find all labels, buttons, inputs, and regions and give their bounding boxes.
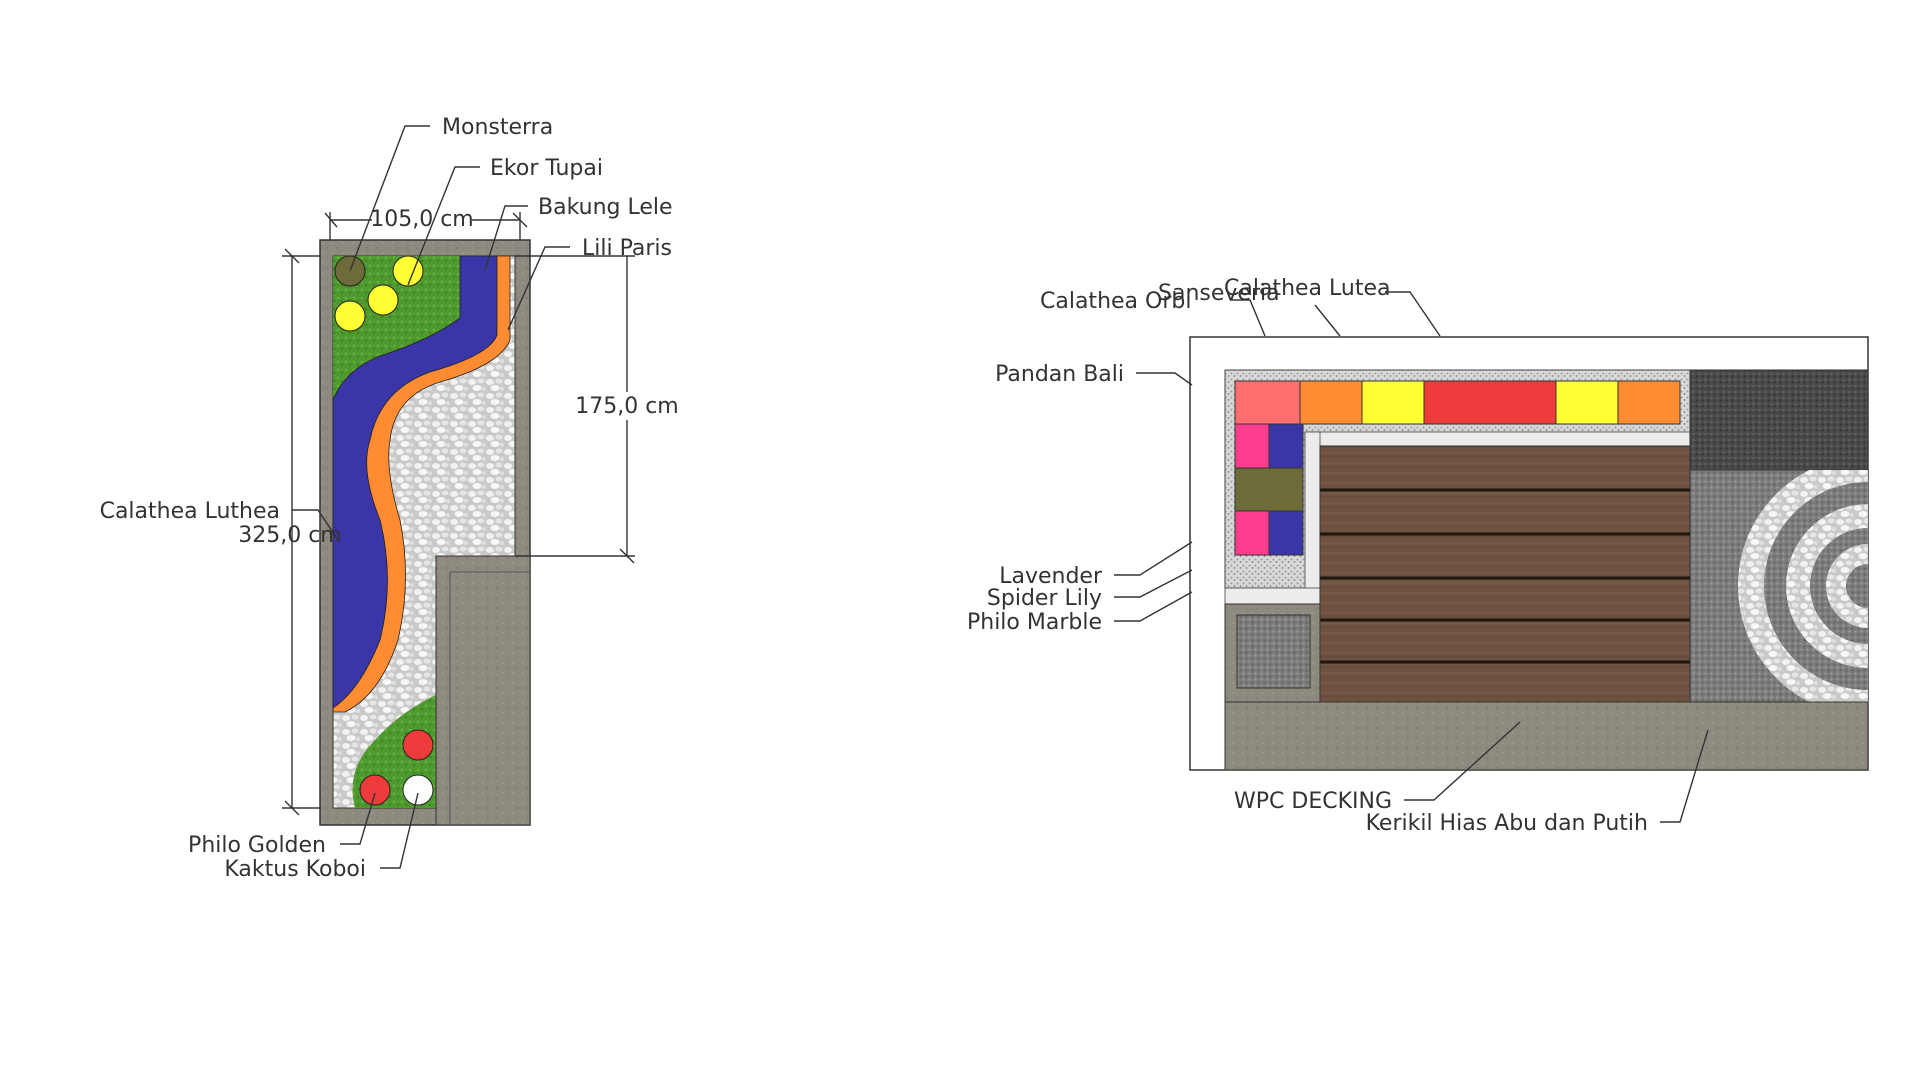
lavender-block [1234, 467, 1304, 512]
yellow-block [1555, 380, 1619, 425]
calathea-orbi-block [1234, 380, 1301, 425]
svg-text:WPC DECKING: WPC DECKING [1234, 789, 1392, 814]
svg-text:Sanseveria: Sanseveria [1158, 281, 1280, 306]
dimension-height: 175,0 cm [515, 255, 679, 564]
height-dimension-label: 175,0 cm [575, 394, 679, 419]
label-monsterra: Monsterra [349, 115, 553, 272]
dark-gravel-area [1689, 369, 1869, 471]
svg-text:Monsterra: Monsterra [442, 115, 553, 140]
label-lavender: Lavender [999, 541, 1193, 589]
ekor-tupai-plant [367, 284, 399, 316]
svg-text:Ekor Tupai: Ekor Tupai [490, 156, 603, 181]
label-pandan-bali: Pandan Bali [995, 362, 1193, 387]
dimension-length: 325,0 cm [238, 248, 342, 816]
yellow-block [1361, 380, 1425, 425]
ekor-tupai-plant [334, 300, 366, 332]
pandan-bali-block [1268, 423, 1304, 469]
label-sanseveria: Sanseveria [1158, 281, 1341, 337]
lili-paris-band [332, 255, 511, 713]
philo-marble-block [1268, 510, 1304, 556]
ekor-tupai-plant [392, 255, 424, 287]
label-ekor-tupai: Ekor Tupai [407, 156, 603, 286]
plan-left: 105,0 cm 175,0 cm 325,0 cm Monsterra Eko… [100, 115, 679, 882]
philo-golden-plant [402, 729, 434, 761]
bottom-gravel-strip [1224, 701, 1869, 771]
svg-text:Calathea Lutea: Calathea Lutea [1224, 276, 1390, 301]
label-philo-marble: Philo Marble [967, 591, 1193, 635]
decking-plank-lines [1320, 488, 1690, 664]
length-dimension-label: 325,0 cm [238, 523, 342, 548]
sanseveria-block [1299, 380, 1363, 425]
svg-text:Kerikil Hias Abu dan Putih: Kerikil Hias Abu dan Putih [1366, 811, 1648, 836]
svg-text:Philo Marble: Philo Marble [967, 610, 1102, 635]
label-spider-lily: Spider Lily [987, 569, 1193, 611]
svg-text:Bakung Lele: Bakung Lele [538, 195, 673, 220]
label-wpc-decking: WPC DECKING [1234, 721, 1521, 814]
kaktus-koboi-plant [402, 774, 434, 806]
svg-text:Calathea Orbi: Calathea Orbi [1040, 289, 1191, 314]
svg-text:Philo Golden: Philo Golden [188, 833, 326, 858]
label-calathea-luthea: Calathea Luthea [100, 499, 339, 541]
svg-text:Lili Paris: Lili Paris [582, 236, 672, 261]
wpc-decking-area [1319, 445, 1691, 703]
stone-pad [1236, 614, 1311, 689]
width-dimension-label: 105,0 cm [370, 207, 474, 232]
calathea-lutea-block [1423, 380, 1557, 425]
label-philo-golden: Philo Golden [188, 792, 376, 858]
svg-text:Spider Lily: Spider Lily [987, 586, 1102, 611]
svg-text:Lavender: Lavender [999, 564, 1103, 589]
svg-text:Pandan Bali: Pandan Bali [995, 362, 1124, 387]
label-bakung-lele: Bakung Lele [484, 195, 673, 271]
label-lili-paris: Lili Paris [507, 236, 672, 331]
concrete-step [435, 555, 531, 826]
pandan-bali-block [1234, 423, 1270, 469]
spider-lily-block [1234, 510, 1270, 556]
dimension-width: 105,0 cm [324, 205, 528, 240]
plan-right: Calathea Orbi Sanseveria Calathea Lutea … [967, 276, 1869, 836]
philo-golden-plant [359, 774, 391, 806]
svg-text:Kaktus Koboi: Kaktus Koboi [224, 857, 366, 882]
label-kerikil: Kerikil Hias Abu dan Putih [1366, 729, 1709, 836]
label-calathea-orbi: Calathea Orbi [1040, 289, 1266, 337]
orange-block [1617, 380, 1681, 425]
svg-text:Calathea Luthea: Calathea Luthea [100, 499, 280, 524]
label-calathea-lutea: Calathea Lutea [1224, 276, 1441, 337]
concentric-gravel-pattern [1738, 470, 1868, 702]
label-kaktus-koboi: Kaktus Koboi [224, 792, 419, 882]
